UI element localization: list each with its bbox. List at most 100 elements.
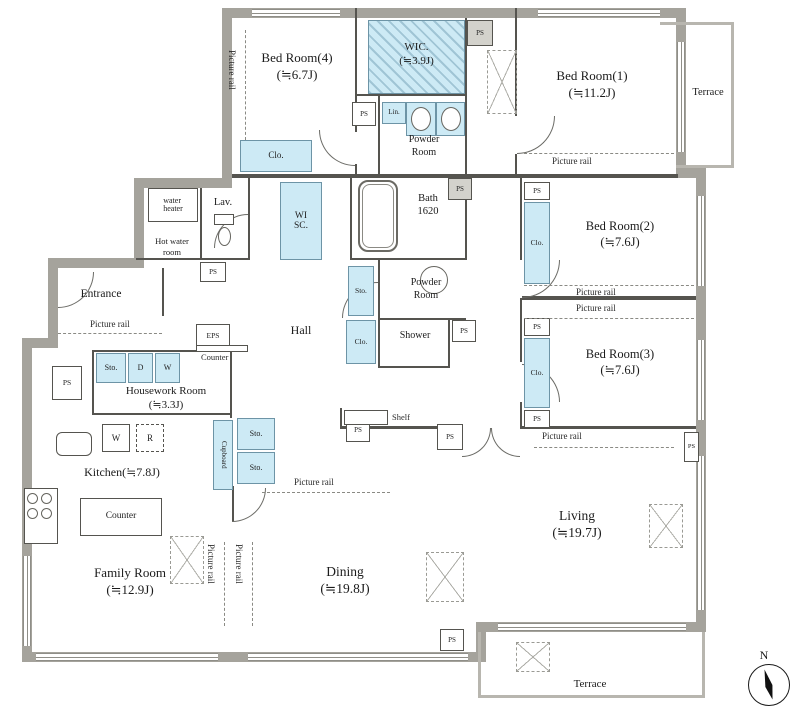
- water-heater-line2: heater: [163, 204, 183, 213]
- wisc-line2: SC.: [294, 221, 308, 231]
- room-label-terrace-right: Terrace: [692, 87, 724, 98]
- terrace-right-wall-bottom: [676, 165, 734, 168]
- room-label-bedroom3: Bed Room(3) (≒7.6J): [550, 346, 690, 378]
- room-label-living: Living (≒19.7J): [517, 507, 637, 542]
- ps-box-bedroom3-bottom: PS: [524, 410, 550, 428]
- wall-living-top-right: [520, 426, 696, 429]
- unit-terrace: [516, 642, 550, 672]
- room-name: Bed Room(4): [261, 50, 333, 65]
- burner-4: [41, 508, 52, 519]
- terrace-bottom-wall-left: [478, 632, 481, 698]
- wall-lav-left: [200, 188, 202, 260]
- wall-powder-mid-left: [378, 258, 380, 368]
- ps-box-kitchen: PS: [52, 366, 82, 400]
- toilet-tank: [214, 214, 234, 225]
- room-name: Bed Room(1): [556, 68, 628, 83]
- door-arc-dining: [232, 488, 266, 522]
- picture-rail-entrance: Picture rail: [90, 319, 130, 329]
- room-label-family: Family Room (≒12.9J): [60, 565, 200, 598]
- storage-housework: Sto.: [96, 353, 126, 383]
- room-label-bath: Bath 1620: [399, 192, 457, 219]
- wall-housework-bottom: [92, 413, 232, 415]
- window-bedroom3-right: [697, 340, 705, 420]
- room-name: Bed Room(3): [585, 347, 655, 361]
- picture-rail-line-living: [534, 447, 674, 448]
- compass-needle-icon: [758, 668, 779, 701]
- ps-box-shower: PS: [452, 320, 476, 342]
- room-name: Family Room: [94, 565, 166, 580]
- room-name2: room: [163, 246, 181, 257]
- ps-label: PS: [448, 635, 456, 644]
- window-living-bottom: [498, 623, 686, 631]
- wall-bath-bottom: [350, 258, 467, 260]
- ps-box-bath: PS: [448, 178, 472, 200]
- wall-housework-top: [92, 350, 232, 352]
- window-family-bottom: [36, 653, 218, 661]
- room-label-hall: Hall: [290, 323, 312, 337]
- cupboard: Cupboard: [213, 420, 233, 490]
- window-dining-bottom: [248, 653, 468, 661]
- room-name2: Room: [411, 146, 437, 158]
- room-name: Housework Room: [125, 385, 207, 397]
- refrigerator-label: R: [146, 432, 153, 443]
- picture-rail-bedroom3: Picture rail: [576, 303, 616, 313]
- ps-label: PS: [209, 267, 217, 276]
- storage-kitchen-2: Sto.: [237, 452, 275, 484]
- terrace-right-wall-top: [660, 22, 734, 25]
- wisc-line1: WI: [294, 210, 308, 221]
- storage-label: Sto.: [249, 462, 263, 472]
- picture-rail-line-entrance: [58, 333, 162, 334]
- picture-rail-living: Picture rail: [542, 431, 582, 441]
- wall-bedroom1-left-stub: [515, 154, 517, 176]
- room-size: (≒11.2J): [568, 84, 616, 100]
- wall-top: [222, 8, 686, 18]
- window-living-right: [697, 456, 705, 610]
- storage-label: Sto.: [104, 362, 118, 372]
- ps-label: PS: [360, 109, 368, 118]
- ps-label: PS: [533, 322, 541, 331]
- sink-left: [411, 107, 431, 131]
- north-label: N: [759, 648, 769, 662]
- linen-label: Lin.: [388, 108, 400, 117]
- wall-bedroom23-left-b: [520, 298, 522, 362]
- ps-label: PS: [460, 326, 468, 335]
- door-arc-bedroom1: [517, 116, 555, 154]
- refrigerator-box: R: [136, 424, 164, 452]
- wall-housework-right: [230, 348, 232, 418]
- wall-bedroom2-left-a: [520, 178, 522, 260]
- room-size: (≒7.8J): [122, 465, 160, 479]
- wall-shower-top: [378, 318, 466, 320]
- closet-hall: Clo.: [346, 320, 376, 364]
- bathtub-inner: [362, 184, 394, 248]
- wall-entrance-top: [48, 258, 144, 268]
- room-label-bedroom4: Bed Room(4) (≒6.7J): [238, 50, 356, 83]
- unit-dining: [426, 552, 464, 602]
- ps-label: PS: [446, 432, 454, 441]
- picture-rail-bedroom4: Picture rail: [227, 50, 237, 90]
- room-name: WIC.: [404, 41, 429, 53]
- closet-label: Clo.: [354, 336, 368, 346]
- picture-rail-dining-2: Picture rail: [234, 544, 244, 584]
- toilet-bowl: [218, 227, 231, 246]
- wall-entrance-left: [48, 258, 58, 348]
- picture-rail-line-kitchen: [262, 492, 390, 493]
- wall-entrance-right: [162, 268, 164, 316]
- picture-rail-line-bedroom3: [524, 318, 694, 319]
- shelf-label: Shelf: [392, 412, 410, 422]
- room-name: Bed Room(2): [585, 219, 655, 233]
- picture-rail-line-bedroom4: [245, 30, 246, 140]
- terrace-bottom-wall-bottom: [478, 695, 705, 698]
- closet-bedroom3: Clo.: [524, 338, 550, 408]
- picture-rail-bedroom2: Picture rail: [576, 287, 616, 297]
- closet-bedroom4: Clo.: [240, 140, 312, 172]
- closet-label: Clo.: [268, 150, 284, 161]
- closet-label: Clo.: [530, 237, 544, 247]
- unit-family: [170, 536, 204, 584]
- unit-living: [649, 504, 683, 548]
- ps-box-living: PS: [684, 432, 699, 462]
- compass-icon: [748, 664, 790, 706]
- terrace-bottom-wall-right: [702, 632, 705, 698]
- window-bedroom1-top: [538, 9, 660, 17]
